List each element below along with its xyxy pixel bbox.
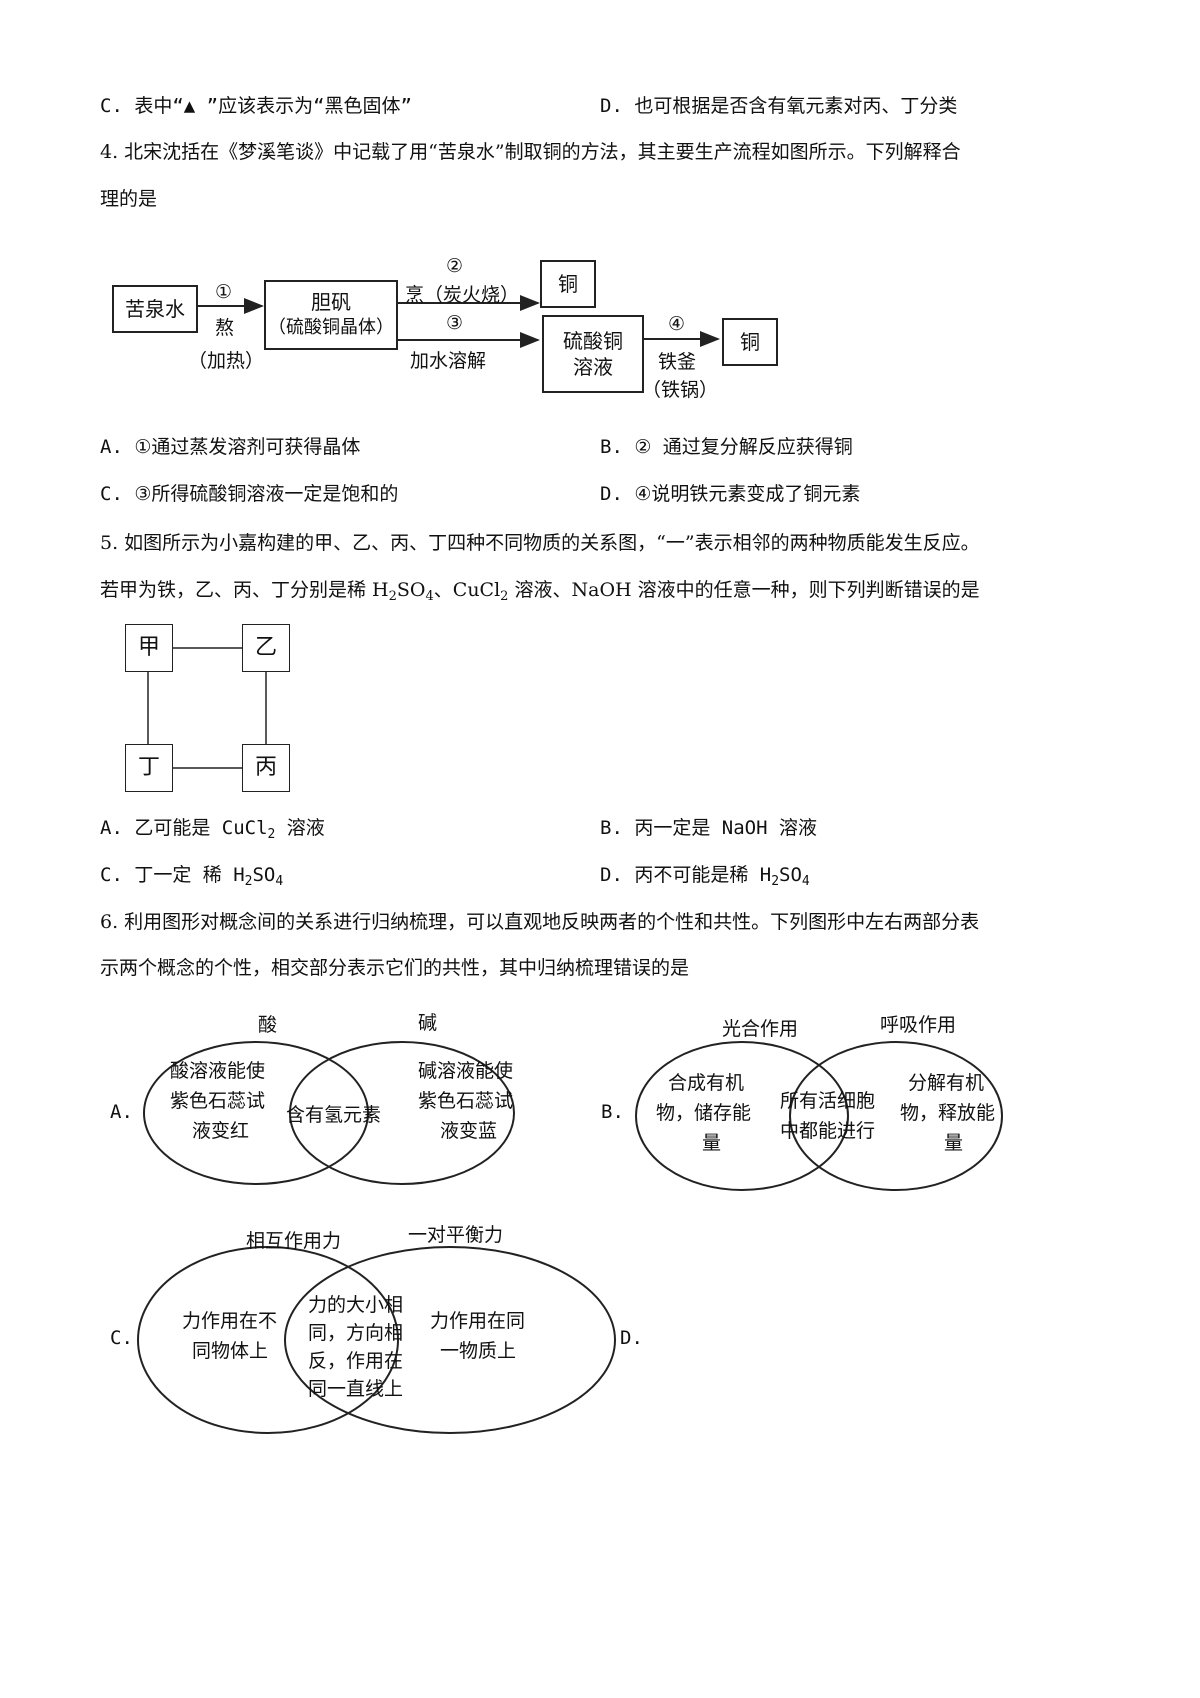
flow-step4-a: 铁釜 xyxy=(658,351,697,373)
venn-a-right-line1: 碱溶液能使 xyxy=(418,1060,514,1082)
venn-c-left-ellipse xyxy=(137,1246,399,1434)
flow-step1-b: （加热） xyxy=(188,350,265,372)
q4-option-b: B. ② 通过复分解反应获得铜 xyxy=(600,436,853,458)
q4-stem-line1: 4. 北宋沈括在《梦溪笔谈》中记载了用“苦泉水”制取铜的方法，其主要生产流程如图… xyxy=(100,141,961,163)
cuso4-line2: 溶液 xyxy=(573,355,613,379)
venn-a-left-title: 酸 xyxy=(258,1014,278,1036)
venn-c-right-title: 一对平衡力 xyxy=(408,1224,504,1246)
flow-step1-num: ① xyxy=(215,281,233,303)
q5-option-b: B. 丙一定是 NaOH 溶液 xyxy=(600,817,817,839)
venn-b-left-title: 光合作用 xyxy=(722,1018,799,1040)
venn-b-left-line3: 量 xyxy=(702,1132,722,1154)
box-yi: 乙 xyxy=(242,624,290,672)
venn-b-middle-line1: 所有活细胞 xyxy=(780,1090,876,1112)
venn-c-middle-line3: 反，作用在 xyxy=(308,1350,404,1372)
venn-c-left-title: 相互作用力 xyxy=(246,1230,342,1252)
venn-a-right-line3: 液变蓝 xyxy=(440,1120,498,1142)
venn-c xyxy=(137,1246,616,1434)
venn-c-middle-line4: 同一直线上 xyxy=(308,1378,404,1400)
danfan-line1: 胆矾 xyxy=(311,290,351,314)
q5-option-c: C. 丁一定 稀 H2SO4 xyxy=(100,864,284,889)
q3-option-d: D. 也可根据是否含有氧元素对丙、丁分类 xyxy=(600,95,958,117)
venn-b-right-line2: 物，释放能 xyxy=(900,1102,996,1124)
flow-step2-text: 烹（炭火烧） xyxy=(405,284,520,306)
flow-step4-num: ④ xyxy=(668,313,686,335)
flow-step2-num: ② xyxy=(446,255,464,277)
q4-option-a: A. ①通过蒸发溶剂可获得晶体 xyxy=(100,436,361,458)
venn-b-right-title: 呼吸作用 xyxy=(880,1014,957,1036)
q4-stem-line2: 理的是 xyxy=(100,188,158,210)
flow-step1-a: 熬 xyxy=(215,317,235,339)
box-bing: 丙 xyxy=(242,744,290,792)
flow-box-cuso4: 硫酸铜 溶液 xyxy=(542,315,644,393)
venn-b-left-line2: 物，储存能 xyxy=(656,1102,752,1124)
cuso4-line1: 硫酸铜 xyxy=(563,329,623,353)
flow-box-tong2: 铜 xyxy=(722,318,778,366)
venn-b-left-line1: 合成有机 xyxy=(668,1072,745,1094)
venn-c-middle-line2: 同，方向相 xyxy=(308,1322,404,1344)
q6-stem-line1: 6. 利用图形对概念间的关系进行归纳梳理，可以直观地反映两者的个性和共性。下列图… xyxy=(100,911,980,933)
box-ding: 丁 xyxy=(125,744,173,792)
flow-box-danfan: 胆矾 （硫酸铜晶体） xyxy=(264,280,398,350)
q4-option-d: D. ④说明铁元素变成了铜元素 xyxy=(600,483,861,505)
q6-c-label: C. xyxy=(110,1327,133,1349)
box-jia: 甲 xyxy=(125,624,173,672)
venn-a-right-title: 碱 xyxy=(418,1012,438,1034)
venn-c-middle-line1: 力的大小相 xyxy=(308,1294,404,1316)
venn-a-left-line1: 酸溶液能使 xyxy=(170,1060,266,1082)
q6-b-label: B. xyxy=(601,1101,624,1123)
venn-a-left-line2: 紫色石蕊试 xyxy=(170,1090,266,1112)
q5-option-d: D. 丙不可能是稀 H2SO4 xyxy=(600,864,810,889)
q4-option-c: C. ③所得硫酸铜溶液一定是饱和的 xyxy=(100,483,399,505)
q6-d-label: D. xyxy=(620,1327,643,1349)
venn-b-right-line1: 分解有机 xyxy=(908,1072,985,1094)
flow-step3-text: 加水溶解 xyxy=(410,350,487,372)
venn-b-middle-line2: 中都能进行 xyxy=(780,1120,876,1142)
venn-a-right-line2: 紫色石蕊试 xyxy=(418,1090,514,1112)
q5-stem-line2: 若甲为铁，乙、丙、丁分别是稀 H2SO4、CuCl2 溶液、NaOH 溶液中的任… xyxy=(100,579,980,604)
flow-step4-b: （铁锅） xyxy=(642,379,719,401)
venn-c-left-line1: 力作用在不 xyxy=(182,1310,278,1332)
venn-b-right-line3: 量 xyxy=(944,1132,964,1154)
venn-c-left-line2: 同物体上 xyxy=(192,1340,269,1362)
q5-stem-line1: 5. 如图所示为小嘉构建的甲、乙、丙、丁四种不同物质的关系图，“一”表示相邻的两… xyxy=(100,532,980,554)
venn-a-middle: 含有氢元素 xyxy=(286,1104,382,1126)
q3-option-c: C. 表中“▲ ”应该表示为“黑色固体” xyxy=(100,95,412,117)
danfan-line2: （硫酸铜晶体） xyxy=(268,317,394,338)
flow-box-kuquanshui: 苦泉水 xyxy=(112,285,198,333)
flow-step3-num: ③ xyxy=(446,312,464,334)
flow-box-tong1: 铜 xyxy=(540,260,596,308)
venn-c-right-line2: 一物质上 xyxy=(440,1340,517,1362)
q6-stem-line2: 示两个概念的个性，相交部分表示它们的共性，其中归纳梳理错误的是 xyxy=(100,957,690,979)
venn-a-left-line3: 液变红 xyxy=(192,1120,250,1142)
q5-option-a: A. 乙可能是 CuCl2 溶液 xyxy=(100,817,325,842)
venn-c-right-ellipse xyxy=(284,1246,616,1434)
q6-a-label: A. xyxy=(110,1101,133,1123)
venn-c-right-line1: 力作用在同 xyxy=(430,1310,526,1332)
